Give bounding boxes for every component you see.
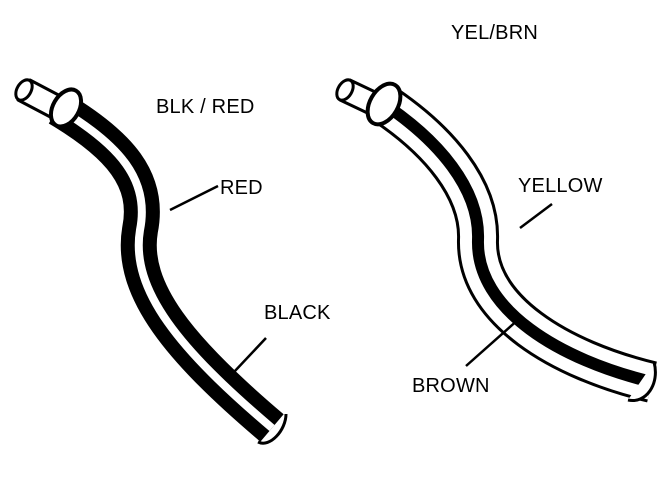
wire-yel-brn	[335, 78, 657, 403]
title-blk-red: BLK / RED	[156, 96, 255, 118]
label-black: BLACK	[264, 302, 331, 324]
wire-blk-red-insulation	[48, 92, 284, 442]
wire-yel-brn-body	[368, 84, 657, 400]
label-red: RED	[220, 177, 263, 199]
label-brown: BROWN	[412, 375, 490, 397]
wire-blk-red	[14, 78, 288, 445]
leader-brown	[465, 317, 521, 367]
leader-yellow	[519, 203, 553, 229]
wire-blk-red-insulation-face	[48, 87, 84, 129]
label-yellow: YELLOW	[518, 175, 603, 197]
wire-yel-brn-insulation-face	[365, 81, 403, 127]
wire-yel-brn-end	[627, 361, 657, 402]
wire-yel-brn-stripe	[374, 94, 654, 388]
title-yel-brn: YEL/BRN	[451, 22, 538, 44]
leader-black	[233, 337, 267, 373]
wire-blk-red-stripe	[55, 104, 275, 432]
leader-red	[169, 184, 219, 212]
wire-blk-red-end	[257, 413, 288, 445]
